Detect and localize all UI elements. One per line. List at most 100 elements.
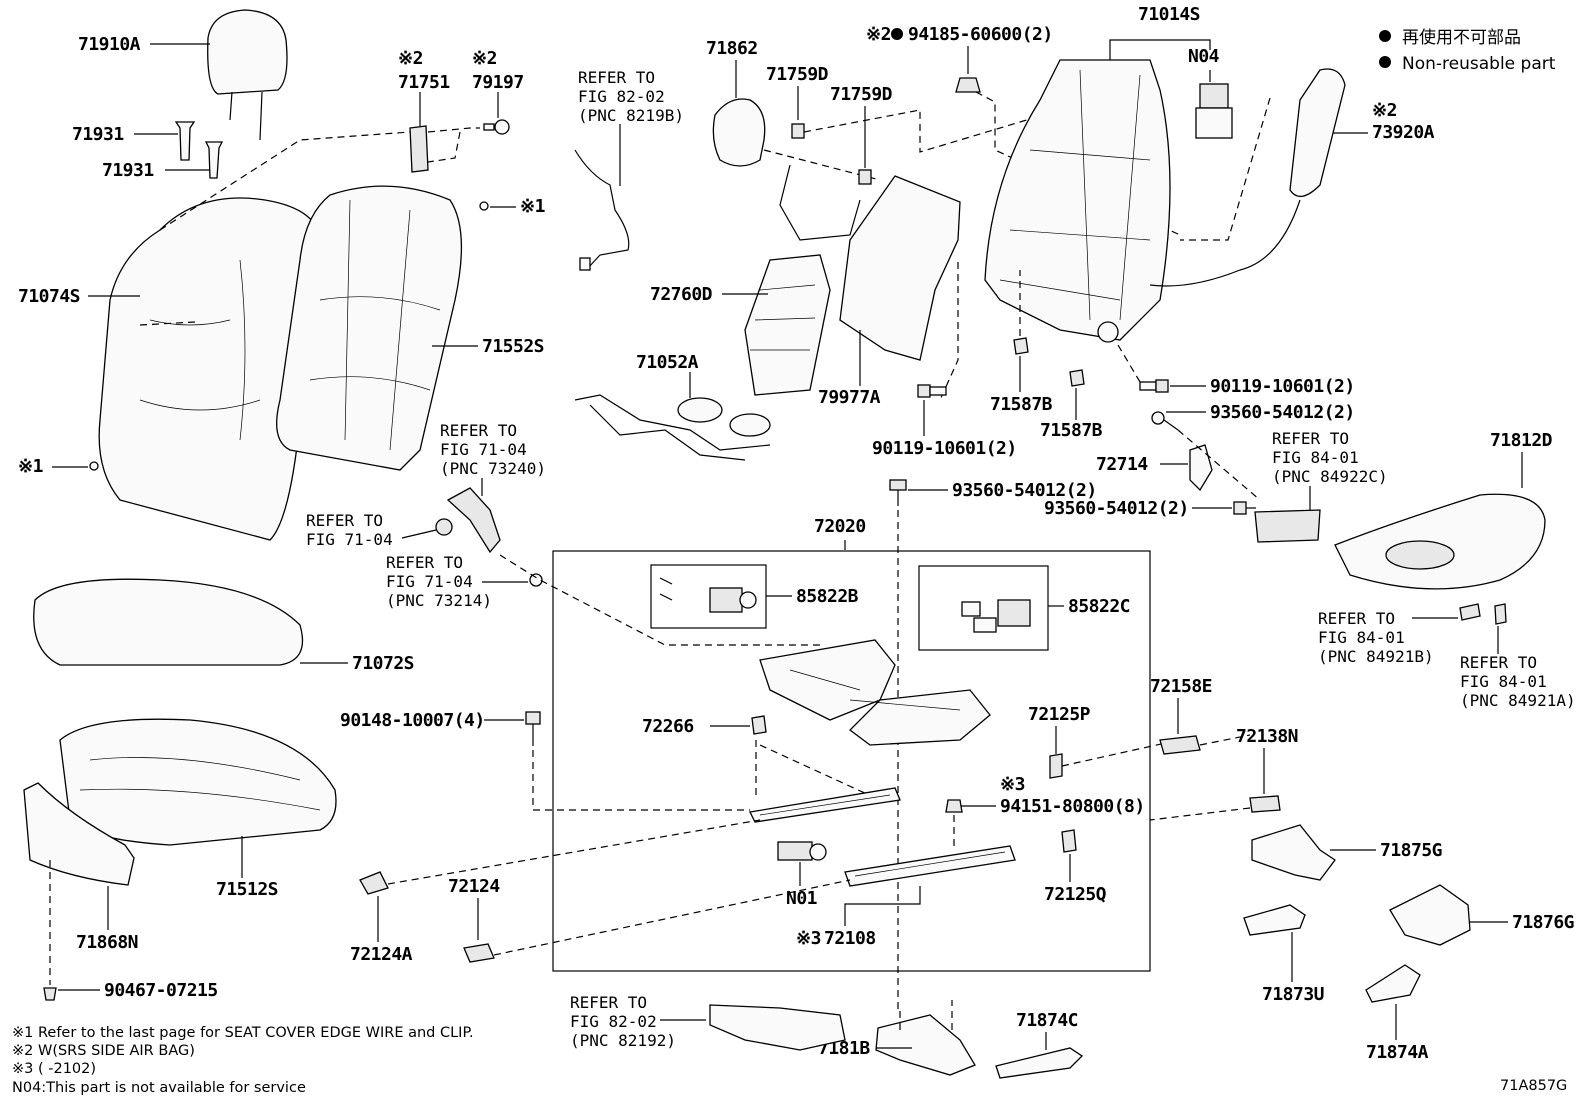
label-90467-07215: 90467-07215 [104,980,218,1001]
label-72138N: 72138N [1236,726,1298,747]
knob-84921B-illustration [1459,603,1481,621]
cover-71875G-illustration [1251,824,1336,881]
label-71812D: 71812D [1490,430,1553,451]
footnote-1: ※1 Refer to the last page for SEAT COVER… [12,1025,474,1041]
motor-N01-illustration [777,841,827,861]
spring-71052A-illustration [574,394,771,461]
pad-71862-illustration [712,98,766,167]
label-71072S: 71072S [352,653,414,674]
label-93560-54012-a: 93560-54012(2) [1210,402,1355,423]
label-90119-10601-b: 90119-10601(2) [1210,376,1355,397]
ref-73240-line2: FIG 71-04 [440,440,527,459]
label-93560-54012-b: 93560-54012(2) [952,480,1097,501]
label-71512S: 71512S [216,879,278,900]
cushion-cover-illustration [33,578,304,666]
seatback-cover-illustration [98,197,321,541]
label-72124: 72124 [448,876,500,897]
ref-82192-line1: REFER TO [570,993,647,1012]
bolt-90119-illustration [917,384,947,398]
ref-84921A-line3: (PNC 84921A) [1460,691,1576,710]
ref-8219B-line2: FIG 82-02 [578,87,665,106]
label-85822C: 85822C [1068,596,1130,617]
label-71874C: 71874C [1016,1010,1078,1031]
ref-73214-line1: REFER TO [386,553,463,572]
clip-mark-upper: ※1 [520,196,545,217]
screw-93560-a-illustration [1151,411,1179,431]
motor-85822B-illustration [659,577,757,613]
label-71875G: 71875G [1380,840,1442,861]
mark-94151: ※3 [1000,774,1025,795]
label-73920A: 73920A [1372,122,1435,143]
mark-72108: ※3 [796,928,821,949]
bolt-79197-illustration [483,119,510,135]
ref-84921A-line1: REFER TO [1460,653,1537,672]
mark-71751: ※2 [398,48,423,69]
assembly-72020-frame [552,550,1151,972]
ref-84922C-line2: FIG 84-01 [1272,448,1359,467]
ref-7104-line1: REFER TO [306,511,383,530]
label-72714: 72714 [1096,454,1148,475]
label-93560-54012-c: 93560-54012(2) [1044,498,1189,519]
ref-84921A-line2: FIG 84-01 [1460,672,1547,691]
headrest-guide-illustration [174,121,224,179]
bracket-72714-illustration [1189,444,1213,492]
legend-line-1: 再使用不可部品 [1402,27,1521,48]
label-N04: N04 [1188,46,1220,67]
footnote-4: N04:This part is not available for servi… [12,1080,306,1096]
label-90119-10601-a: 90119-10601(2) [872,438,1017,459]
headrest-illustration [207,9,288,141]
footnote-3: ※3 ( -2102) [12,1061,96,1077]
seat-rail-illustration [749,787,1016,887]
trim-71868N-illustration [23,782,135,886]
non-reusable-bullet-icon [1379,30,1391,42]
motor-N04-illustration [1195,83,1233,139]
label-71587B-b: 71587B [1040,420,1103,441]
legend-line-2: Non-reusable part [1402,54,1556,74]
figure-id: 71A857G [1500,1078,1567,1094]
nut-94185-illustration [955,77,981,93]
ref-84921B-line1: REFER TO [1318,609,1395,628]
clip-mark-lower: ※1 [18,456,43,477]
screw-93560-c-illustration [1233,501,1256,515]
label-71910A: 71910A [78,34,141,55]
motor-85822C-box [918,565,1049,651]
ref-84922C-line1: REFER TO [1272,429,1349,448]
ref-84921B-line3: (PNC 84921B) [1318,647,1434,666]
label-71552S: 71552S [482,336,544,357]
label-72125Q: 72125Q [1044,884,1107,905]
cover-71874C-illustration [995,1047,1084,1079]
ref-73214-line2: FIG 71-04 [386,572,473,591]
ref-7104-line2: FIG 71-04 [306,530,393,549]
label-85822B: 85822B [796,586,859,607]
screw-93560-b-illustration [889,479,907,506]
pad-79977A-illustration [839,175,961,361]
mark-73920A: ※2 [1372,100,1397,121]
label-71862: 71862 [706,38,758,59]
label-72020: 72020 [814,516,866,537]
ref-84922C-line3: (PNC 84922C) [1272,467,1388,486]
cover-71873U-illustration [1243,904,1306,936]
label-71931-upper: 71931 [72,124,124,145]
side-cover-71812D-illustration [1334,493,1546,590]
label-72125P: 72125P [1028,704,1091,725]
ref-8219B-line1: REFER TO [578,68,655,87]
ref-73240-line3: (PNC 73240) [440,459,546,478]
ref-84921B-line2: FIG 84-01 [1318,628,1405,647]
seatback-pad-illustration [276,185,463,471]
harness-82192-illustration [709,1004,846,1051]
label-90148-10007: 90148-10007(4) [340,710,485,731]
label-79197: 79197 [472,72,524,93]
non-reusable-bullet-icon [891,28,903,40]
cover-7181B-illustration [875,1014,976,1076]
side-airbag-illustration [1149,68,1346,287]
lever-73240-illustration [446,487,501,554]
label-71873U: 71873U [1262,984,1324,1005]
bolt-90119-right-illustration [1139,379,1169,393]
label-71931-lower: 71931 [102,160,154,181]
footnote-2: ※2 W(SRS SIDE AIR BAG) [12,1043,195,1059]
label-71876G: 71876G [1512,912,1574,933]
label-79977A: 79977A [818,387,881,408]
label-94185-60600: 94185-60600(2) [908,24,1053,45]
ref-73214-line3: (PNC 73214) [386,591,492,610]
